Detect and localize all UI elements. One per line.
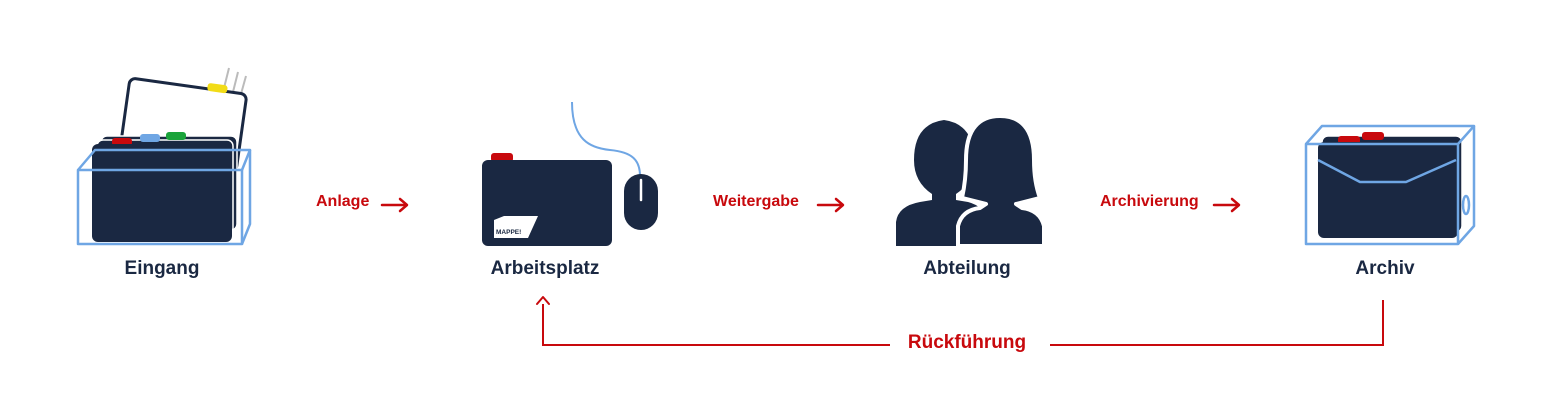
folder-inbox-icon: [76, 67, 252, 246]
edge-label-weitergabe: Weitergabe: [713, 193, 799, 210]
workstation-mouse-icon: MAPPE!: [482, 101, 658, 246]
node-label-archiv: Archiv: [1355, 258, 1415, 279]
feedback-connector: [536, 296, 1384, 346]
edge-label-rueckfuehrung: Rückführung: [907, 332, 1027, 353]
node-label-arbeitsplatz: Arbeitsplatz: [490, 258, 600, 279]
edge-label-archivierung: Archivierung: [1100, 193, 1199, 210]
archive-box-icon: [1304, 124, 1476, 246]
arrow-right-icon: [380, 197, 409, 213]
node-label-abteilung: Abteilung: [923, 258, 1011, 279]
folder-badge-text: MAPPE!: [496, 229, 521, 236]
edge-label-anlage: Anlage: [316, 193, 370, 210]
node-label-eingang: Eingang: [124, 258, 200, 279]
department-people-icon: [896, 114, 1046, 248]
arrow-right-icon: [816, 197, 845, 213]
arrow-right-icon: [1212, 197, 1241, 213]
